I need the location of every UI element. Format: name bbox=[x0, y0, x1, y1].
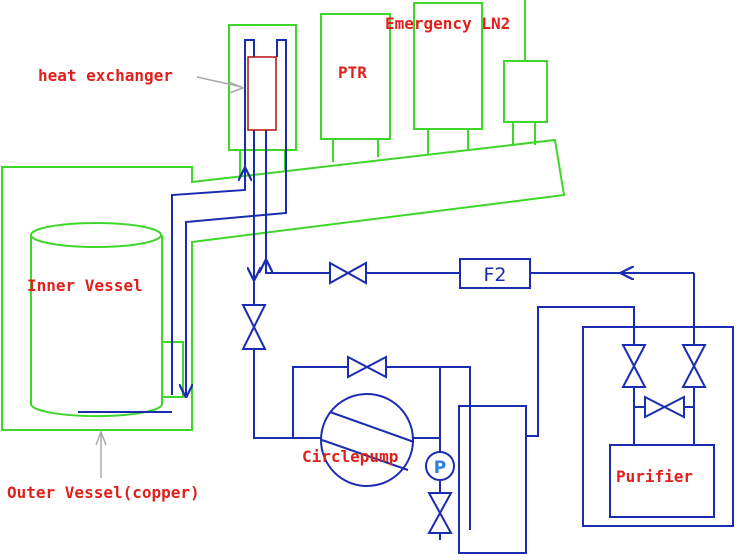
valve-purifier-left bbox=[621, 344, 647, 388]
purifier-box bbox=[609, 444, 715, 518]
heat-exchanger-housing bbox=[228, 24, 297, 151]
valve-purifier-cross bbox=[644, 395, 685, 419]
label-heat-exchanger: heat exchanger bbox=[38, 66, 173, 85]
label-pointers bbox=[95, 76, 246, 478]
pressure-gauge: P bbox=[425, 451, 455, 481]
ptr-box bbox=[320, 13, 391, 140]
valve-purifier-right bbox=[681, 344, 707, 388]
label-ptr: PTR bbox=[338, 63, 367, 82]
circle-pump bbox=[320, 393, 415, 487]
label-inner-vessel: Inner Vessel bbox=[27, 276, 143, 295]
inner-vessel bbox=[30, 235, 163, 418]
outer-vessel-outline bbox=[1, 138, 566, 431]
valve-return-line bbox=[329, 261, 367, 285]
label-purifier: Purifier bbox=[616, 467, 693, 486]
purifier-enclosure bbox=[582, 326, 734, 527]
heat-exchanger-core bbox=[247, 56, 277, 131]
storage-tank bbox=[458, 405, 527, 554]
pressure-gauge-label: P bbox=[434, 458, 446, 478]
label-emergency-ln2: Emergency LN2 bbox=[385, 14, 510, 33]
label-outer-vessel: Outer Vessel(copper) bbox=[7, 483, 200, 502]
label-circlepump: Circlepump bbox=[302, 447, 398, 466]
emergency-ln2-box bbox=[413, 2, 483, 130]
gas-piping bbox=[78, 39, 734, 554]
valve-drain bbox=[427, 492, 453, 534]
filter-f2-box bbox=[459, 258, 531, 289]
cryostat-structure bbox=[1, 0, 566, 431]
filter-f2-label: F2 bbox=[483, 264, 506, 286]
valve-bypass bbox=[347, 355, 387, 379]
valve-inlet bbox=[241, 304, 267, 350]
ln2-valve-box bbox=[503, 60, 548, 123]
